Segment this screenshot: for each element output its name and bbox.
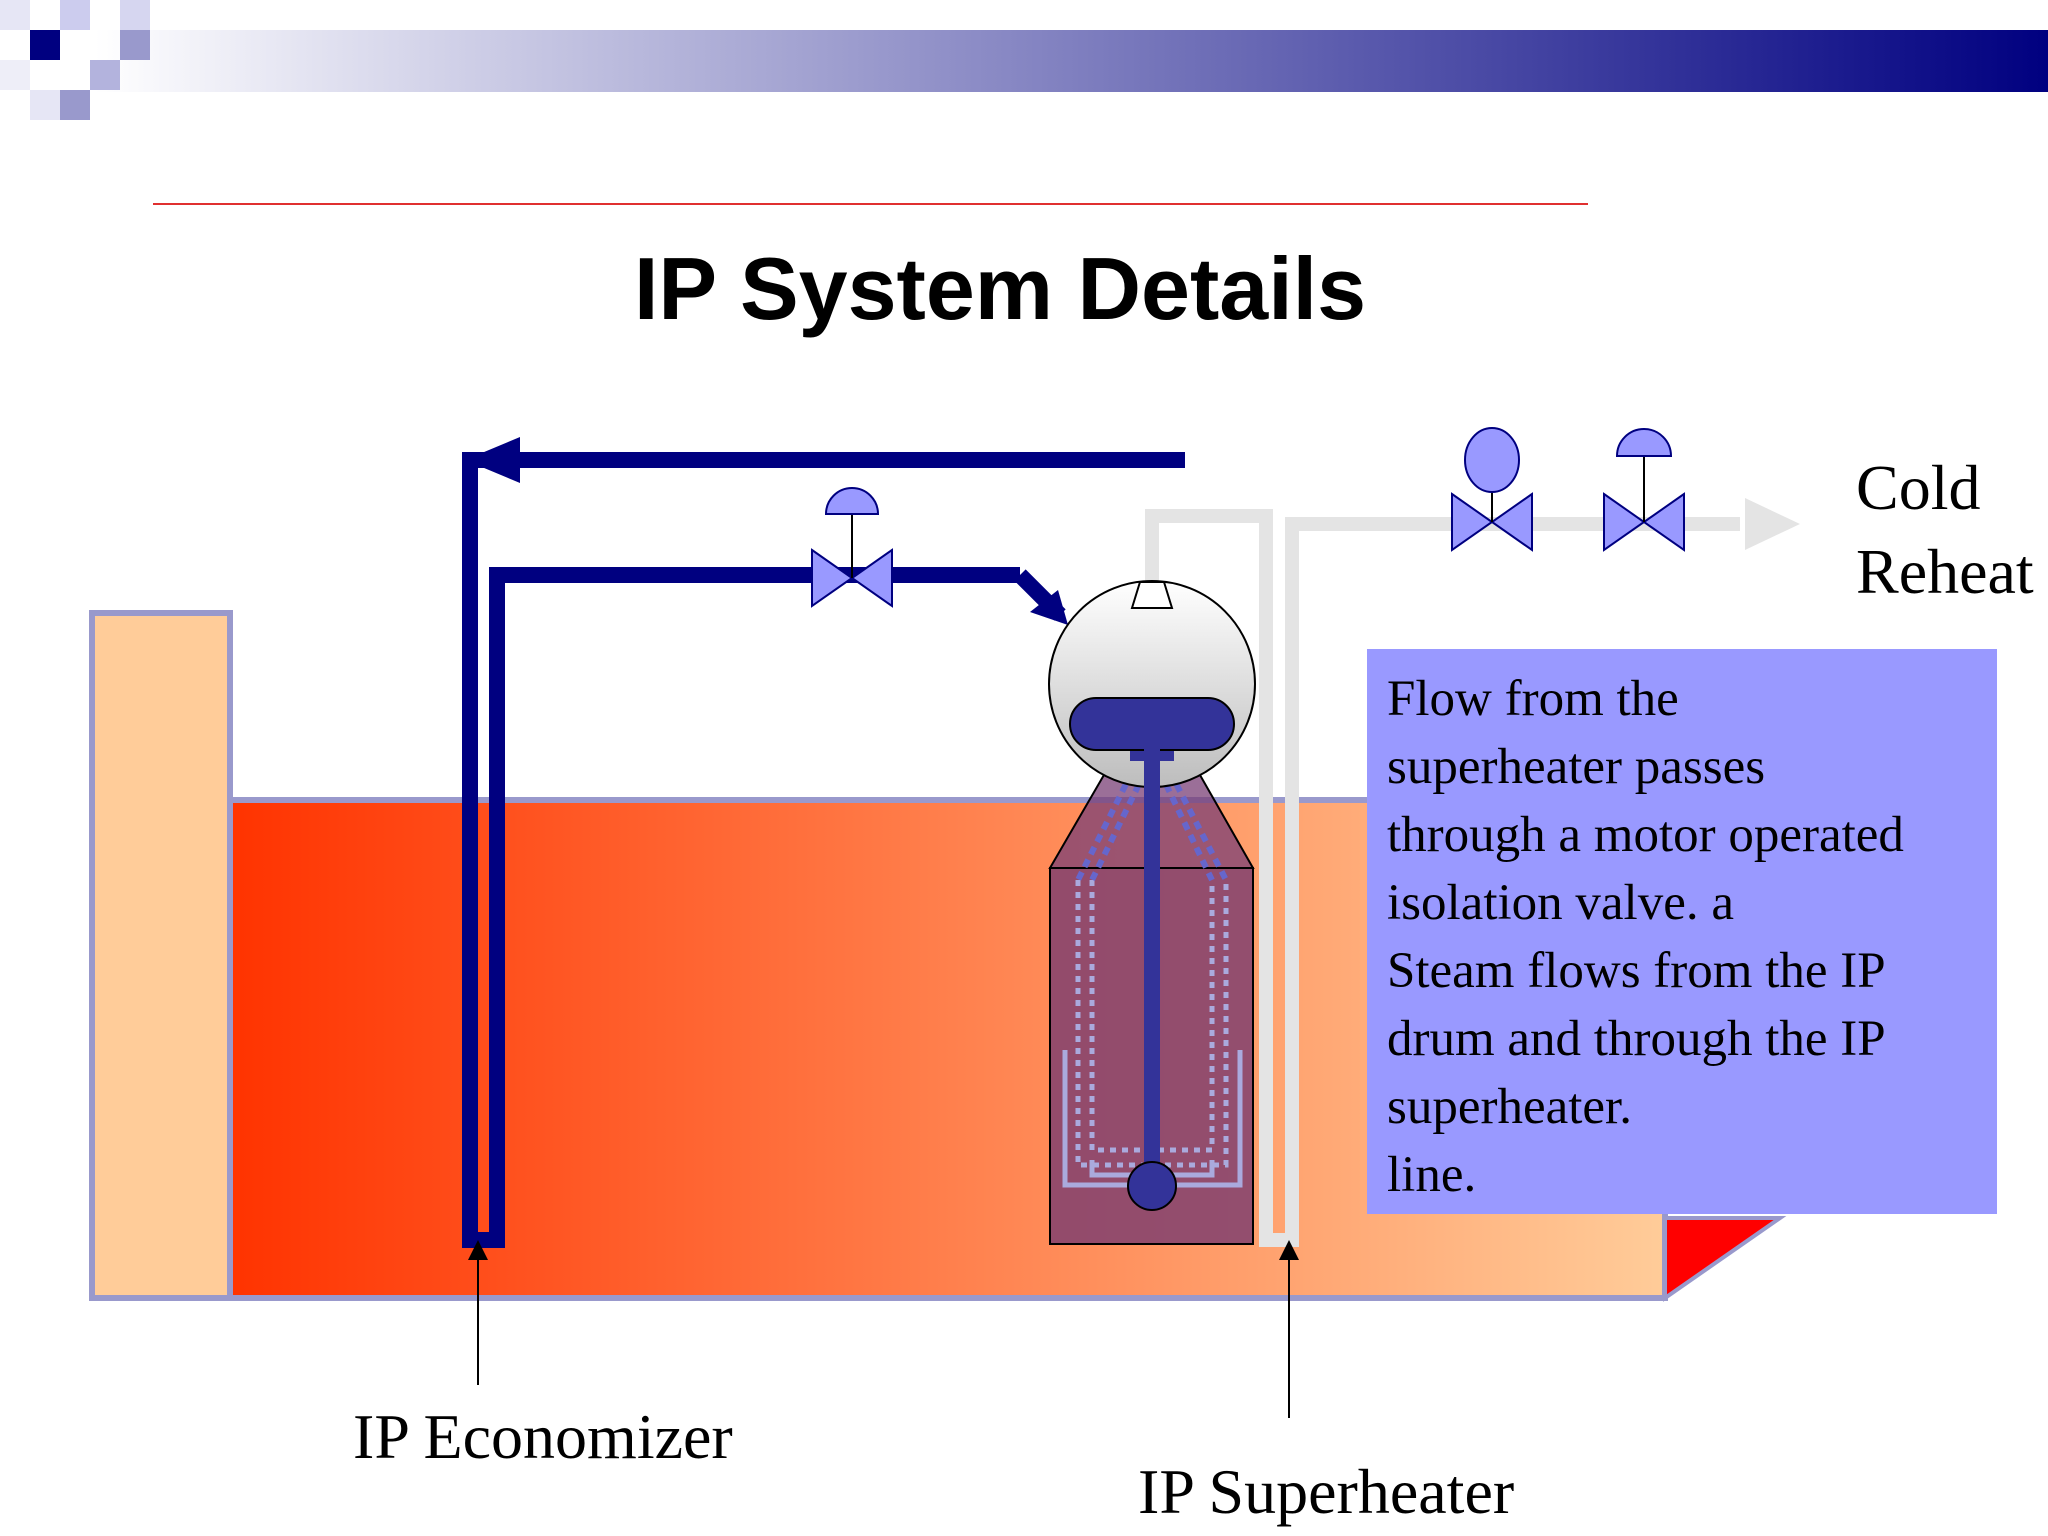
header-square xyxy=(90,60,120,90)
valve-body xyxy=(1642,492,1685,552)
flow-arrow-left xyxy=(465,437,520,483)
callout-line: Flow from the xyxy=(1387,671,1679,727)
header-square xyxy=(30,30,60,60)
ip-economizer-label: IP Economizer xyxy=(353,1401,733,1472)
callout-line: Steam flows from the IP xyxy=(1387,943,1886,999)
valve-body xyxy=(1490,492,1533,552)
header-square xyxy=(0,60,30,90)
valve-body xyxy=(811,548,854,608)
flow-arrow-drum xyxy=(1030,590,1068,625)
cold-reheat-label-line: Cold xyxy=(1856,452,1981,523)
steam-control-valve[interactable] xyxy=(1603,428,1685,552)
valve-actuator xyxy=(1615,428,1673,457)
header-square xyxy=(60,0,90,30)
callout-line: superheater. xyxy=(1387,1079,1632,1135)
cold-reheat-label-line: Reheat xyxy=(1856,536,2034,607)
header-square xyxy=(0,0,30,30)
steam-piping xyxy=(1145,498,1800,1247)
callout-line: drum and through the IP xyxy=(1387,1011,1886,1067)
header-gradient-bar xyxy=(95,30,2048,92)
ip-superheater-label: IP Superheater xyxy=(1138,1456,1515,1527)
header-decoration xyxy=(0,0,2048,120)
header-square xyxy=(60,90,90,120)
valve-body xyxy=(850,548,893,608)
cold-reheat-label: Cold Reheat xyxy=(1856,446,2034,614)
header-square xyxy=(120,0,150,30)
description-callout: Flow from the superheater passes through… xyxy=(1367,649,1997,1214)
callout-line: line. xyxy=(1387,1147,1477,1203)
callout-line: superheater passes xyxy=(1387,739,1766,795)
drum-steam-line xyxy=(1145,509,1740,1247)
valve-actuator xyxy=(824,487,880,515)
riser-tubes xyxy=(1075,770,1229,882)
cold-reheat-arrow xyxy=(1745,498,1800,550)
steam-outlet-nozzle xyxy=(1130,581,1174,609)
stack xyxy=(89,610,233,1301)
hrsg-transition xyxy=(1663,1216,1787,1302)
ip-drum-assembly xyxy=(1048,580,1256,1245)
header-square xyxy=(120,30,150,60)
valve-body xyxy=(1451,492,1494,552)
feedwater-control-valve[interactable] xyxy=(811,487,893,608)
callout-line: through a motor operated xyxy=(1387,807,1904,863)
drum-water-level xyxy=(1069,697,1235,751)
callout-line: isolation valve. a xyxy=(1387,875,1734,931)
slide-title: IP System Details xyxy=(633,239,1367,338)
motor-operated-isolation-valve[interactable] xyxy=(1451,427,1533,552)
header-square xyxy=(30,90,60,120)
valve-body xyxy=(1603,492,1646,552)
motor-actuator xyxy=(1464,427,1520,493)
lower-header xyxy=(1127,1161,1177,1211)
